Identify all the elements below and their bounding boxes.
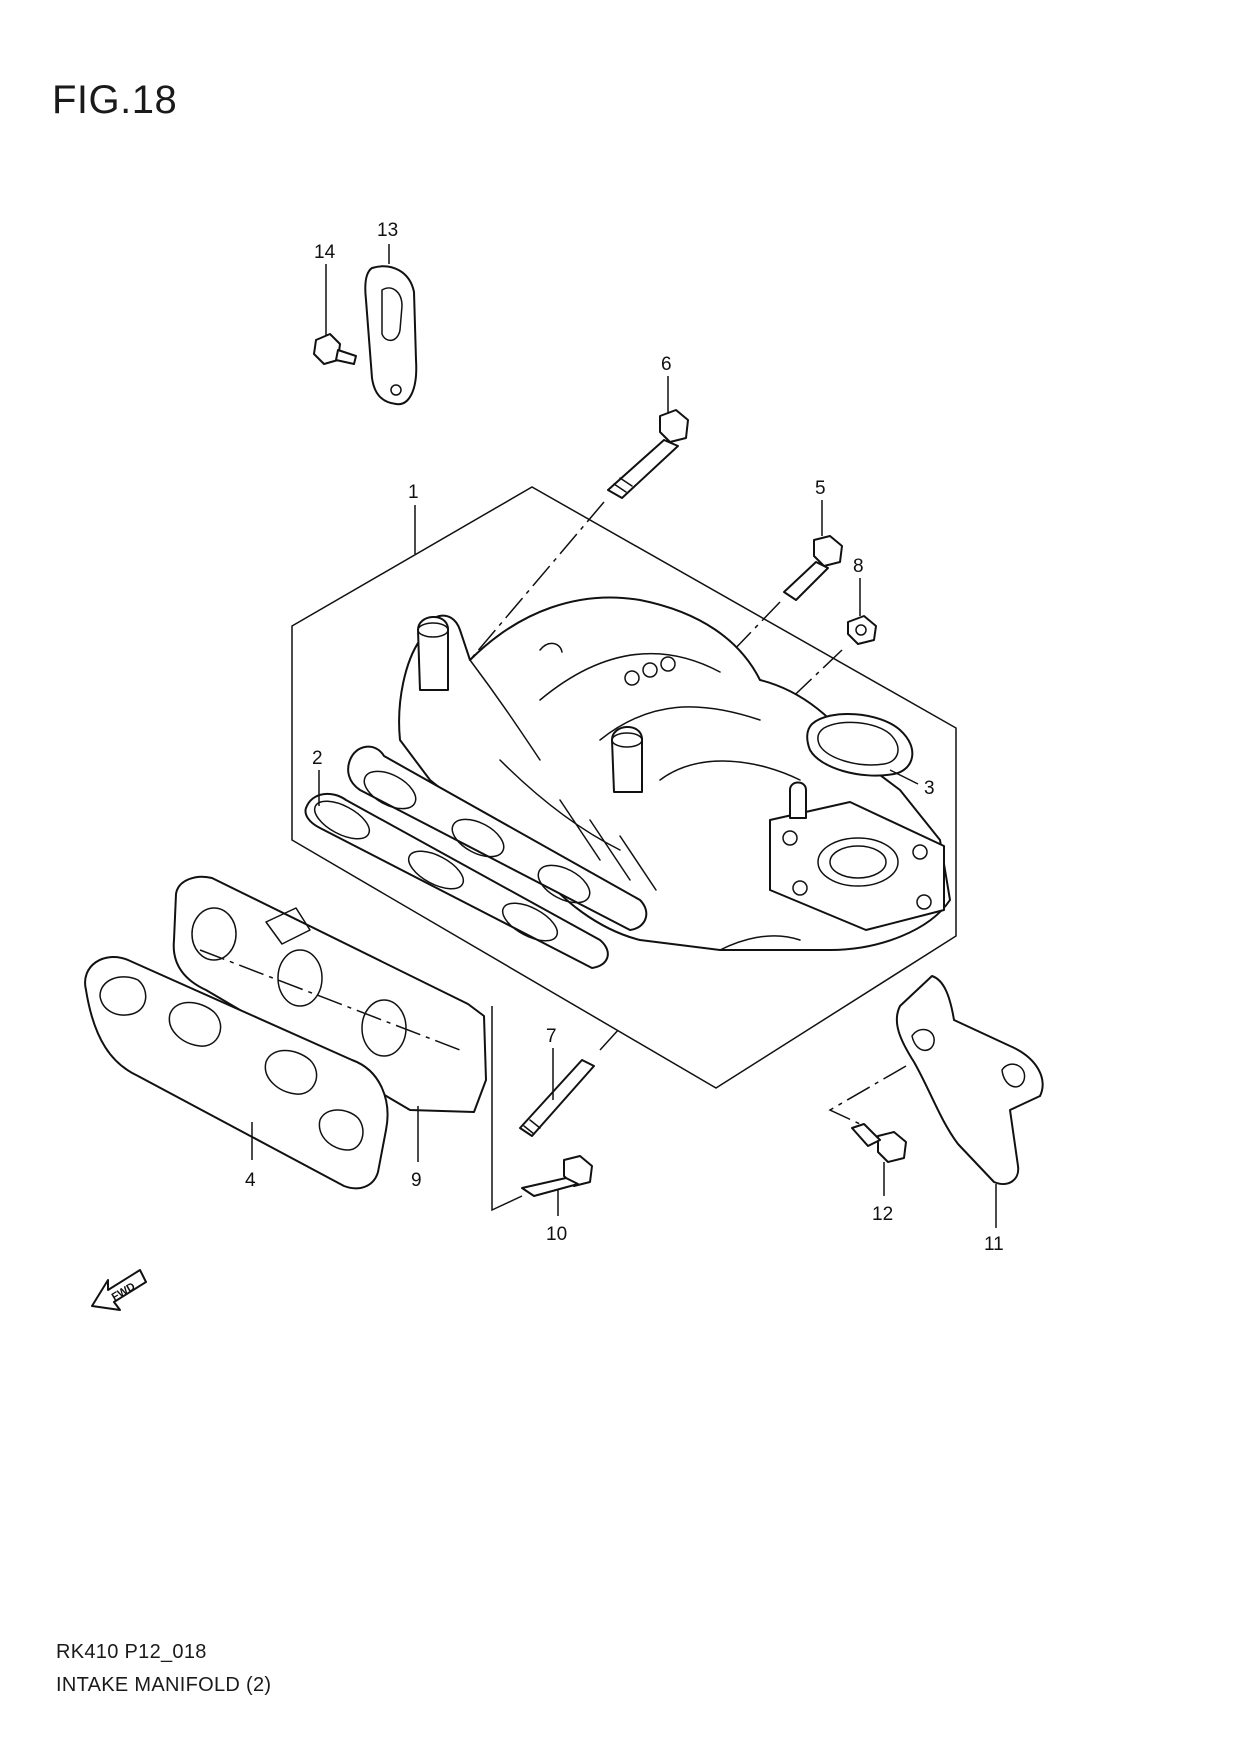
part-2-gasket[interactable] <box>304 792 609 969</box>
forward-arrow-icon: FWD <box>91 1269 147 1311</box>
callout-14: 14 <box>314 242 336 263</box>
guide-10 <box>491 1006 523 1212</box>
part-4-gasket[interactable] <box>84 955 389 1190</box>
callout-13: 13 <box>377 220 398 241</box>
guide-6 <box>469 501 605 661</box>
part-5-bolt[interactable] <box>783 535 843 601</box>
callout-10: 10 <box>546 1224 567 1245</box>
callout-11: 11 <box>984 1234 1004 1255</box>
callout-12: 12 <box>872 1204 893 1225</box>
assembly-outline <box>291 486 957 1089</box>
callout-7: 7 <box>546 1026 557 1047</box>
callout-5: 5 <box>815 478 826 499</box>
diagram-name: INTAKE MANIFOLD (2) <box>56 1674 272 1696</box>
part-6-bolt[interactable] <box>607 409 689 499</box>
guide-7 <box>599 1027 621 1051</box>
leader-3 <box>889 769 919 785</box>
part-11-bracket[interactable] <box>895 975 1044 1185</box>
part-7-stud[interactable] <box>519 1059 595 1137</box>
callout-4: 4 <box>245 1170 256 1191</box>
guide-12 <box>828 1065 907 1125</box>
part-10-bolt[interactable] <box>521 1155 593 1197</box>
fwd-label: FWD <box>110 1281 138 1304</box>
part-8-nut[interactable] <box>847 615 877 645</box>
figure-title: FIG.18 <box>52 78 178 122</box>
callout-9: 9 <box>411 1170 422 1191</box>
diagram-code: RK410 P12_018 <box>56 1641 207 1663</box>
part-1-intake-manifold[interactable] <box>347 596 951 951</box>
part-9-spacer[interactable] <box>172 875 487 1113</box>
callout-6: 6 <box>661 354 672 375</box>
callout-1: 1 <box>408 482 419 503</box>
callout-2: 2 <box>312 748 323 769</box>
part-3-gasket[interactable] <box>806 713 914 777</box>
part-12-bolt[interactable] <box>851 1123 907 1163</box>
callout-8: 8 <box>853 556 864 577</box>
part-14-bolt[interactable] <box>313 333 357 365</box>
callout-3: 3 <box>924 778 935 799</box>
part-13-bracket[interactable] <box>364 265 418 406</box>
